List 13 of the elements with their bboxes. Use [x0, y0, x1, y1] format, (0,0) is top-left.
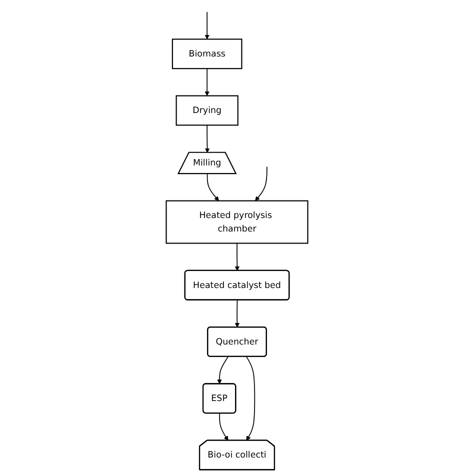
arrow: [204, 124, 210, 153]
arrow: [255, 166, 268, 202]
arrow: [204, 68, 210, 96]
arrow: [246, 356, 256, 441]
arrow: [217, 356, 229, 384]
node-box: Heated pyrolysis chamber: [166, 200, 308, 244]
arrow: [206, 173, 219, 202]
arrow: [204, 12, 210, 40]
arrow: [234, 242, 240, 271]
node-box: Drying: [176, 95, 238, 126]
arrow: [219, 412, 228, 441]
node-box: Biomass: [172, 38, 242, 70]
arrow: [234, 300, 240, 328]
